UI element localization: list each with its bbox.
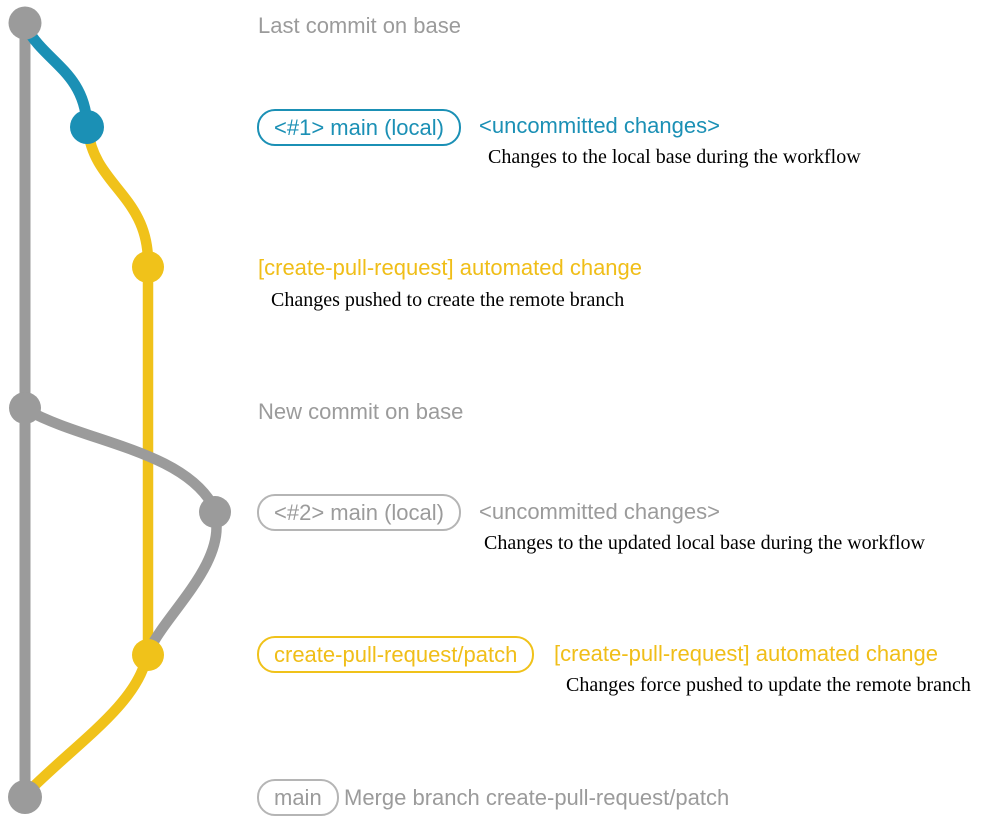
- note-automated-change-2: Changes force pushed to update the remot…: [566, 674, 971, 696]
- commit-dot-merge-commit: [8, 780, 42, 814]
- local-changes-branch-curve: [20, 21, 93, 130]
- branch-badge-main-local-2: <#2> main (local): [257, 494, 461, 531]
- git-graph: [8, 6, 231, 814]
- branch-badge-main-local-1: <#1> main (local): [257, 109, 461, 146]
- note-automated-change-1: Changes pushed to create the remote bran…: [271, 289, 625, 311]
- label-new-commit-on-base: New commit on base: [258, 399, 464, 424]
- commit-dot-uncommitted-changes-1: [70, 110, 104, 144]
- patch-branch-curve-out: [82, 124, 154, 268]
- commit-dot-automated-change-1: [132, 251, 164, 283]
- branch-badge-main: main: [257, 779, 339, 816]
- note-uncommitted-changes-1: Changes to the local base during the wor…: [488, 146, 861, 168]
- commit-message-automated-change-1: [create-pull-request] automated change: [258, 255, 643, 280]
- commit-dot-last-commit-on-base: [8, 6, 42, 40]
- patch-branch-merge-curve: [20, 653, 152, 800]
- commit-message-merge: Merge branch create-pull-request/patch: [344, 785, 730, 810]
- commit-dot-uncommitted-changes-2: [199, 496, 231, 528]
- commit-message-uncommitted-changes-1: <uncommitted changes>: [479, 113, 720, 138]
- label-last-commit-on-base: Last commit on base: [258, 13, 461, 38]
- commit-message-uncommitted-changes-2: <uncommitted changes>: [479, 499, 720, 524]
- updated-base-branch-curve-out: [21, 404, 218, 510]
- branch-badge-create-pull-request-patch: create-pull-request/patch: [257, 636, 535, 673]
- commit-dot-new-commit-on-base: [9, 392, 41, 424]
- note-uncommitted-changes-2: Changes to the updated local base during…: [484, 532, 925, 554]
- commit-dot-automated-change-2: [132, 639, 164, 671]
- commit-message-automated-change-2: [create-pull-request] automated change: [554, 641, 939, 666]
- updated-base-branch-curve-in: [144, 509, 222, 655]
